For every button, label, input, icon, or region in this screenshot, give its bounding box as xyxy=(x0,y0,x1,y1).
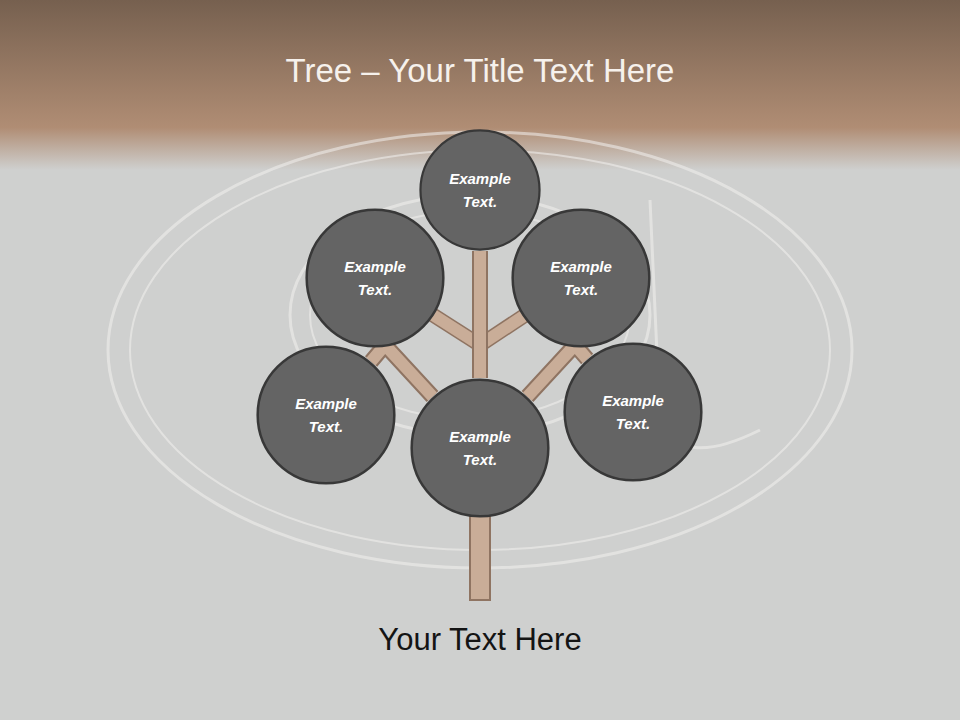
at-ring-outer xyxy=(108,132,852,568)
title-text: Tree – Your Title Text Here xyxy=(0,52,960,90)
circle-outline xyxy=(410,378,550,518)
tree-circle: Example Text. xyxy=(410,378,550,518)
circle-outline xyxy=(256,345,396,485)
circle-text: Example Text. xyxy=(546,255,616,301)
circle-text: Example Text. xyxy=(598,389,668,435)
circle-outline xyxy=(511,208,651,348)
circle-shape xyxy=(513,210,650,347)
circle-outline xyxy=(305,208,445,348)
branch-fill xyxy=(474,251,486,378)
at-ring-outer-inner xyxy=(130,150,830,550)
tree-circle: Example Text. xyxy=(256,345,396,485)
tree-circle: Example Text. xyxy=(563,342,703,482)
circle-text: Example Text. xyxy=(291,392,361,438)
tree-circle: Example Text. xyxy=(419,129,541,251)
circle-outline xyxy=(563,342,703,482)
circle-text: Example Text. xyxy=(449,167,511,213)
tree-branch-connector xyxy=(480,251,481,378)
circle-shape xyxy=(258,347,395,484)
circle-shape xyxy=(565,344,702,481)
at-symbol xyxy=(108,132,852,568)
circle-shape xyxy=(307,210,444,347)
tree-circle: Example Text. xyxy=(511,208,651,348)
branch-outline xyxy=(472,251,488,378)
circle-text: Example Text. xyxy=(445,425,515,471)
circle-shape xyxy=(420,130,539,249)
caption-text: Your Text Here xyxy=(0,622,960,658)
tree-circle: Example Text. xyxy=(305,208,445,348)
circle-shape xyxy=(412,380,549,517)
circle-outline xyxy=(419,129,541,251)
circle-text: Example Text. xyxy=(340,255,410,301)
